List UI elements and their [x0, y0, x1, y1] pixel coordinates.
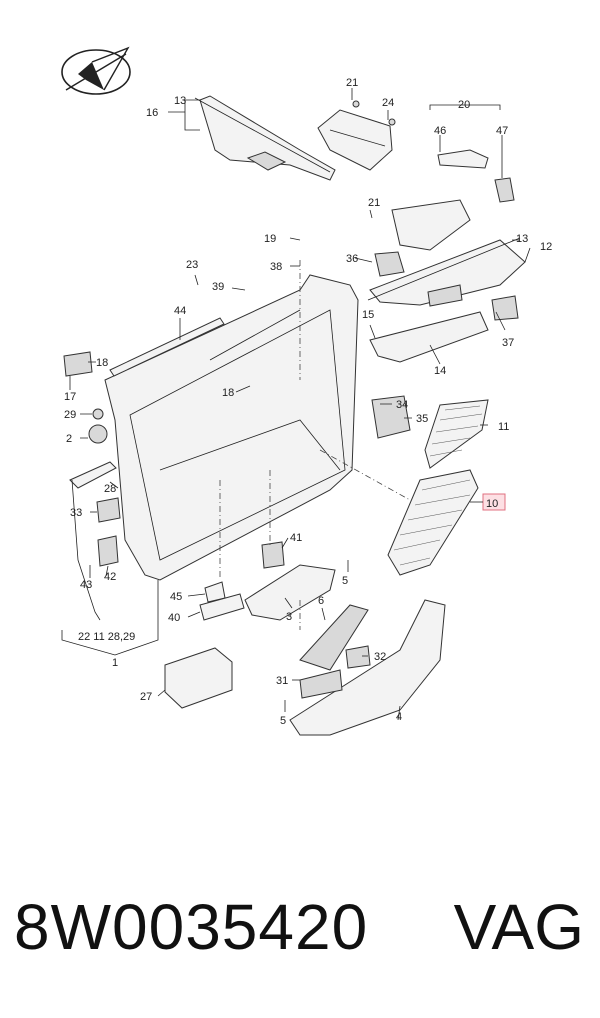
callout-41: 41 — [290, 532, 302, 544]
callout-20: 20 — [458, 99, 470, 111]
cover-40 — [199, 593, 245, 621]
callout-18-left: 18 — [96, 357, 108, 369]
door-handle-parts — [437, 149, 515, 203]
callout-38: 38 — [270, 261, 282, 273]
callout-3: 3 — [286, 611, 292, 623]
callout-36: 36 — [346, 253, 358, 265]
upper-bracket — [317, 100, 396, 171]
callout-11: 11 — [498, 421, 509, 433]
leader-lines — [69, 88, 531, 721]
checkmark-logo-icon — [61, 46, 131, 95]
switch-34-35 — [371, 395, 411, 439]
callout-28: 28 — [104, 483, 116, 495]
callout-17: 17 — [64, 391, 76, 403]
upper-trim-strip — [194, 95, 336, 181]
callout-35: 35 — [416, 413, 428, 425]
clip-2 — [88, 424, 108, 444]
callout-18-mid: 18 — [222, 387, 234, 399]
callout-44: 44 — [174, 305, 186, 317]
door-panel — [104, 274, 359, 581]
pocket-3 — [244, 564, 336, 621]
callout-24: 24 — [382, 97, 394, 109]
armrest-upper-assembly — [367, 199, 526, 321]
callout-37: 37 — [502, 337, 514, 349]
switch-42 — [97, 535, 119, 567]
handle-trim-14 — [369, 311, 489, 363]
callout-34: 34 — [396, 399, 408, 411]
callout-40: 40 — [168, 612, 180, 624]
callout-5-upper: 5 — [342, 575, 348, 587]
control-module-27 — [164, 647, 233, 709]
callout-33: 33 — [70, 507, 82, 519]
switch-36 — [374, 251, 405, 277]
clip-17 — [63, 351, 93, 377]
callout-45: 45 — [170, 591, 182, 603]
callout-13-top: 13 — [174, 95, 186, 107]
callout-bottom-group: 22 11 28,29 — [78, 631, 135, 643]
callout-numbers: 16 13 21 24 20 46 47 21 13 12 19 23 38 3… — [64, 77, 552, 727]
strip-44 — [109, 317, 225, 377]
callout-1: 1 — [112, 657, 118, 669]
speaker-grille-11 — [424, 399, 489, 469]
callout-47: 47 — [496, 125, 508, 137]
callout-29: 29 — [64, 409, 76, 421]
callout-4: 4 — [396, 711, 402, 723]
callout-21-mid: 21 — [368, 197, 380, 209]
brand-caption: VAG — [453, 891, 584, 963]
callout-32: 32 — [374, 651, 386, 663]
callout-43: 43 — [80, 579, 92, 591]
callout-6: 6 — [318, 595, 324, 607]
callout-46: 46 — [434, 125, 446, 137]
bracket-28 — [69, 461, 117, 489]
callout-13-mid: 13 — [516, 233, 528, 245]
callout-23: 23 — [186, 259, 198, 271]
switch-33 — [96, 497, 121, 523]
callout-39: 39 — [212, 281, 224, 293]
callout-12: 12 — [540, 241, 552, 253]
callout-19: 19 — [264, 233, 276, 245]
callout-27: 27 — [140, 691, 152, 703]
callout-21-top: 21 — [346, 77, 358, 89]
clip-29 — [92, 408, 104, 420]
callout-14: 14 — [434, 365, 446, 377]
storage-net-10 — [387, 469, 479, 576]
exploded-parts-diagram: 16 13 21 24 20 46 47 21 13 12 19 23 38 3… — [61, 46, 552, 736]
switch-41 — [261, 541, 285, 569]
armrest-4 — [289, 599, 446, 736]
callout-2: 2 — [66, 433, 72, 445]
part-number-caption: 8W0035420 — [14, 891, 369, 963]
seal-43 — [71, 479, 101, 621]
callout-15: 15 — [362, 309, 374, 321]
callout-10: 10 — [486, 498, 498, 510]
callout-42: 42 — [104, 571, 116, 583]
callout-5-lower: 5 — [280, 715, 286, 727]
callout-31: 31 — [276, 675, 288, 687]
callout-16: 16 — [146, 107, 158, 119]
